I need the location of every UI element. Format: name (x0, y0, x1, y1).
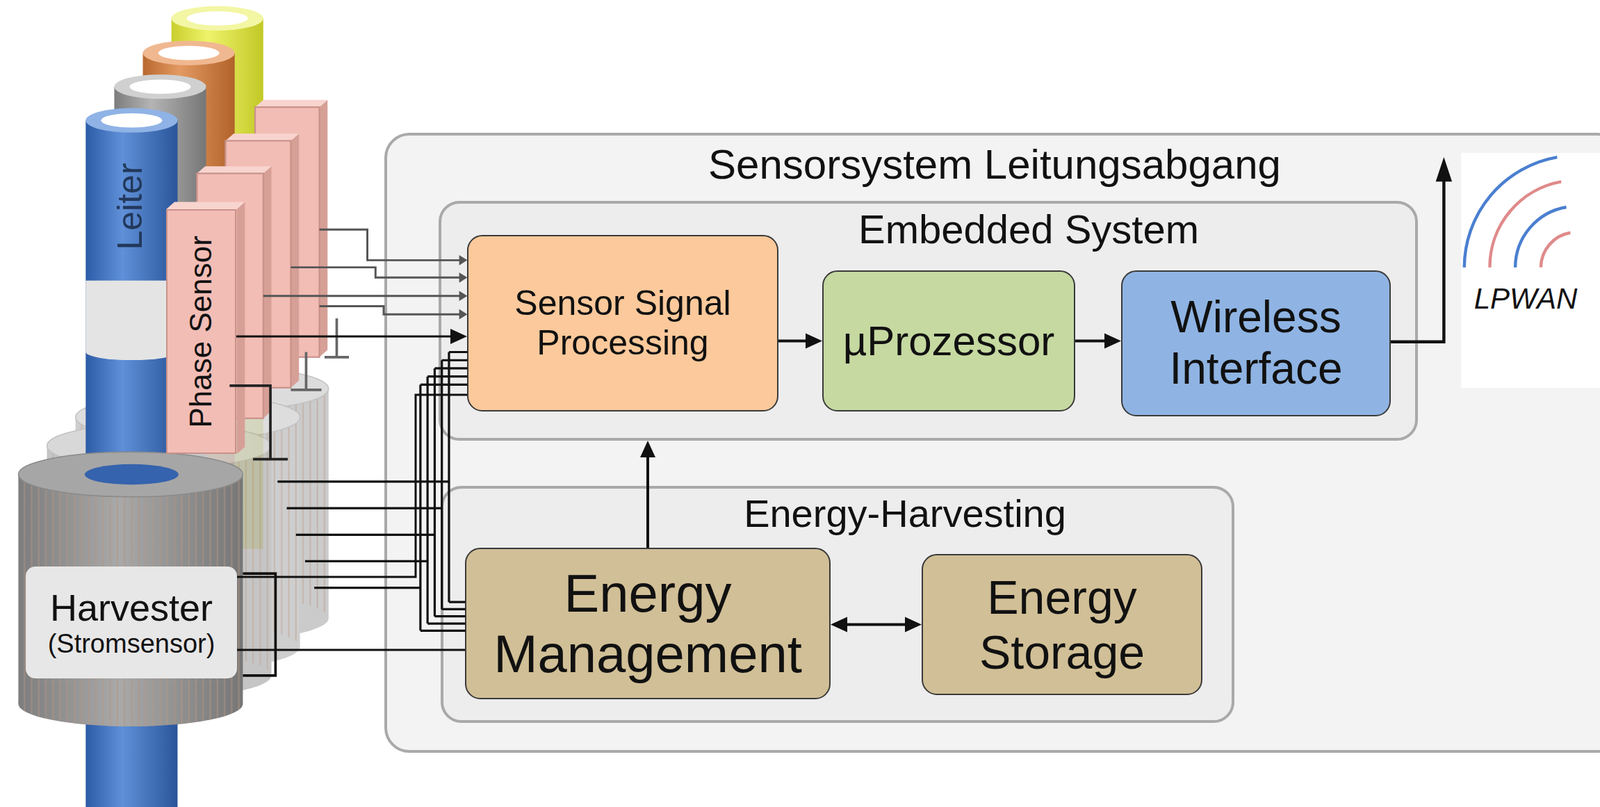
conductor-yellow (171, 6, 264, 31)
harvester-front (18, 681, 243, 727)
sensor-wire (319, 229, 462, 260)
sensor-arrow-head (459, 255, 468, 266)
antenna (1390, 179, 1444, 342)
ground-symbol (290, 318, 349, 390)
box-label: µProzessor (843, 316, 1056, 365)
box-label: Sensor Signal Processing (479, 283, 766, 364)
harvester-wire (314, 384, 468, 631)
arrow-head (450, 328, 468, 345)
connector-layer (236, 328, 1122, 650)
phase-sensor-back (319, 100, 329, 358)
conductor-grey (113, 74, 206, 99)
process-box: µProzessor (822, 270, 1076, 412)
ground-symbol (305, 351, 308, 390)
harvester-wire (277, 351, 468, 602)
conductor-label: Leiter (110, 162, 151, 250)
sensor-label: Phase Sensor (183, 235, 219, 428)
radio-wave (1540, 232, 1571, 268)
arrow-head (640, 440, 656, 458)
arrow-head (830, 617, 848, 633)
radio-wave (1515, 207, 1566, 268)
group-heading: Energy-Harvesting (743, 490, 1067, 537)
conductor-blue (85, 344, 178, 361)
radio-wave (1464, 157, 1571, 268)
harvester-bracket (242, 573, 276, 676)
arrow-head (904, 617, 922, 633)
radio-wave (1489, 181, 1562, 267)
conductor-yellow (186, 11, 249, 26)
harvester-front (18, 474, 243, 705)
sensor-wire (290, 267, 461, 279)
antenna-ground (1460, 152, 1600, 388)
system-boundary: Sensorsystem LeitungsabgangEmbedded Syst… (384, 132, 1600, 753)
connector (237, 649, 465, 652)
network-label: LPWAN (1474, 282, 1578, 316)
harvester-bracket (242, 573, 276, 676)
arrow-head (1104, 333, 1122, 349)
sensor-wire (263, 294, 462, 297)
antenna (1435, 157, 1452, 182)
harvester-front (18, 451, 243, 727)
conductor-orange (158, 45, 220, 61)
conductor-grey (129, 79, 191, 94)
phase-sensor-back (166, 202, 245, 210)
connector (236, 335, 458, 338)
phase-sensor: Phase Sensor (166, 209, 237, 454)
sensor-arrow-head (459, 255, 468, 320)
phase-sensor-back (196, 166, 272, 174)
harvester-front (18, 451, 243, 497)
box-label: Wireless Interface (1133, 291, 1379, 395)
sensor-wire (319, 305, 462, 315)
group-box: Energy-HarvestingEnergy Management Energy… (440, 485, 1235, 723)
radio-wave (1464, 157, 1558, 268)
connector (840, 623, 912, 627)
sensor-wire (263, 229, 462, 315)
phase-sensor-back (263, 166, 272, 419)
box-label: Energy Management (477, 562, 819, 685)
process-box: Energy Management (464, 547, 831, 700)
ground-symbol (335, 318, 339, 358)
group-heading: Embedded System (858, 205, 1199, 254)
ground-symbol (229, 385, 288, 460)
conductor-blue (85, 108, 178, 133)
process-box: Sensor Signal Processing (467, 234, 779, 412)
harvester-front (18, 681, 243, 727)
phase-sensor-back (255, 100, 328, 108)
signal-wires (229, 152, 1600, 676)
phase-sensor-back (237, 202, 246, 455)
ground-symbol (324, 355, 349, 359)
ground-symbol (252, 458, 288, 461)
harvester-label: Harvester(Stromsensor) (25, 566, 238, 679)
process-box: Wireless Interface (1121, 270, 1391, 417)
harvester-wire (305, 376, 468, 624)
connector (646, 450, 650, 548)
arrow-head (805, 333, 823, 349)
conductor-blue (85, 280, 178, 353)
group-box: Embedded SystemSensor Signal Processing µ… (438, 200, 1418, 441)
group-heading: Sensorsystem Leitungsabgang (708, 139, 1281, 190)
harvester-front (18, 474, 243, 705)
connector (237, 394, 468, 577)
harvester-wire (287, 360, 468, 609)
sensor-arrow-head (459, 290, 468, 301)
conductor-orange (143, 41, 235, 66)
phase-sensor-back (166, 100, 328, 454)
box-label: Energy Storage (934, 569, 1190, 679)
ground-symbol (229, 385, 271, 460)
sensor-arrow-head (459, 309, 468, 320)
phase-sensor-back (290, 133, 299, 388)
antenna (1390, 157, 1452, 342)
phase-sensor-back (225, 133, 299, 141)
conductor-blue (100, 113, 162, 128)
sensor-arrow-head (459, 272, 468, 283)
harvester-front (84, 464, 179, 485)
device-label: Harvester (50, 585, 213, 630)
harvester-wire (296, 368, 468, 617)
ground-symbol (290, 388, 322, 392)
device-label: (Stromsensor) (47, 629, 216, 660)
storage-box: Energy Storage (921, 553, 1203, 696)
